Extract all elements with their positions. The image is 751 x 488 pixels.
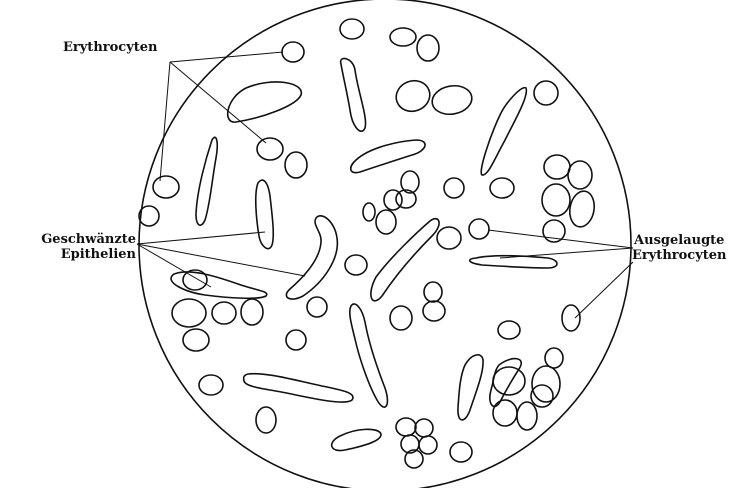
erythrocyte xyxy=(531,385,553,407)
erythrocyte xyxy=(424,282,442,302)
erythrocyte xyxy=(469,219,489,239)
erythrocyte xyxy=(340,19,364,39)
erythrocytes xyxy=(139,19,597,468)
erythrocyte xyxy=(256,407,276,433)
erythrocyte xyxy=(390,28,416,46)
erythrocyte xyxy=(285,152,307,178)
epithelium xyxy=(470,256,557,268)
epithelium xyxy=(351,140,425,173)
erythrocyte xyxy=(257,138,283,160)
erythrocyte xyxy=(544,155,570,179)
erythrocyte xyxy=(153,176,179,198)
epithelium xyxy=(481,88,526,175)
erythrocyte xyxy=(345,255,367,275)
epithelium xyxy=(228,82,302,122)
erythrocyte xyxy=(241,299,263,325)
erythrocyte xyxy=(183,329,209,351)
erythrocyte xyxy=(384,190,402,210)
epithelium xyxy=(350,304,388,407)
epithelium xyxy=(341,58,366,131)
erythrocyte xyxy=(392,76,434,116)
epithelium xyxy=(196,137,217,225)
erythrocyte xyxy=(390,306,412,330)
erythrocyte xyxy=(545,348,563,368)
erythrocyte xyxy=(172,299,206,327)
erythrocyte xyxy=(423,301,445,321)
erythrocyte xyxy=(417,35,439,61)
erythrocyte xyxy=(493,367,525,395)
epithelium xyxy=(458,355,483,420)
epithelium xyxy=(371,219,439,301)
epithelium xyxy=(286,216,337,299)
erythrocyte xyxy=(543,220,565,242)
field-of-view-circle xyxy=(139,0,631,488)
erythrocyte xyxy=(532,366,560,402)
erythrocyte xyxy=(542,184,570,216)
erythrocyte xyxy=(139,206,159,226)
epithelium xyxy=(256,180,274,249)
erythrocyte xyxy=(307,297,327,317)
erythrocyte xyxy=(568,161,592,189)
erythrocyte xyxy=(396,418,416,436)
erythrocyte xyxy=(286,330,306,350)
erythrocyte xyxy=(493,400,517,426)
erythrocyte xyxy=(498,321,520,339)
erythrocyte xyxy=(430,83,474,118)
erythrocyte xyxy=(534,81,558,105)
epithelium xyxy=(332,429,381,450)
leaders-erythrocyten xyxy=(160,52,283,181)
erythrocyte xyxy=(450,442,472,462)
erythrocyte xyxy=(199,375,223,395)
erythrocyte xyxy=(444,178,464,198)
erythrocyte xyxy=(517,402,537,430)
erythrocyte xyxy=(490,178,514,198)
erythrocyte xyxy=(363,203,375,221)
erythrocyte xyxy=(415,419,433,437)
erythrocyte xyxy=(376,210,396,234)
erythrocyte xyxy=(567,189,597,229)
erythrocyte xyxy=(282,42,304,62)
erythrocyte xyxy=(437,227,461,249)
epithelium xyxy=(244,374,353,402)
erythrocyte xyxy=(212,302,236,324)
leaders-ausgelaugte xyxy=(488,230,633,318)
erythrocyte xyxy=(562,305,580,331)
erythrocyte xyxy=(419,436,437,454)
